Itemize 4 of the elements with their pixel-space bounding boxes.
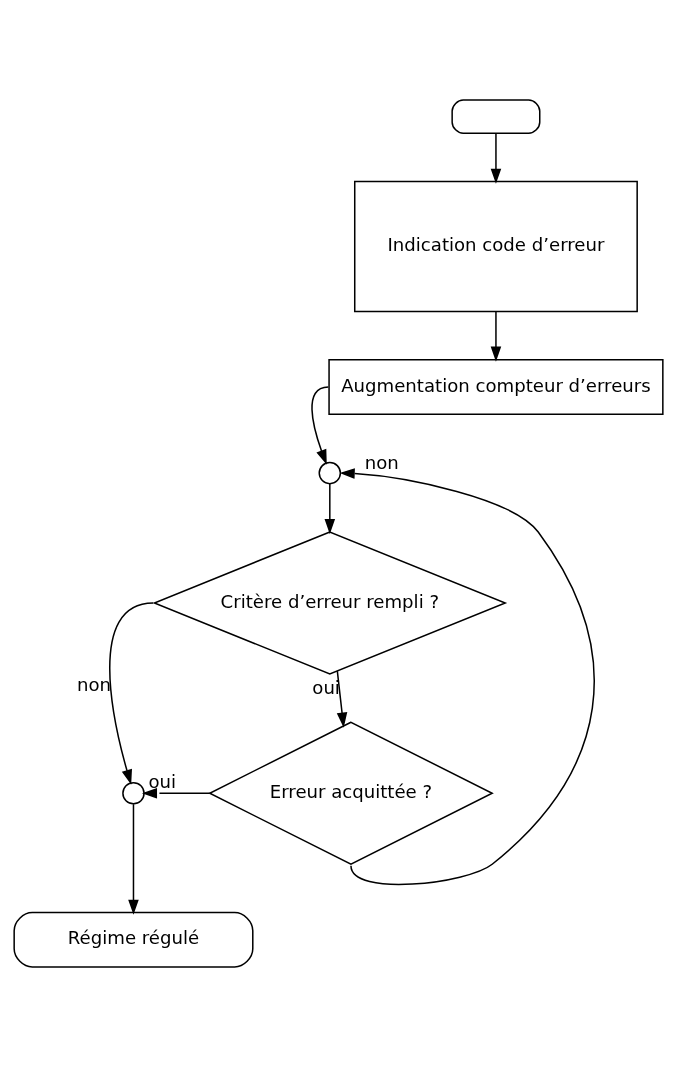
edge-label: oui bbox=[312, 676, 340, 698]
edge-label: non bbox=[364, 451, 399, 473]
edge-label: non bbox=[77, 673, 112, 694]
edge-label: oui bbox=[148, 770, 176, 792]
